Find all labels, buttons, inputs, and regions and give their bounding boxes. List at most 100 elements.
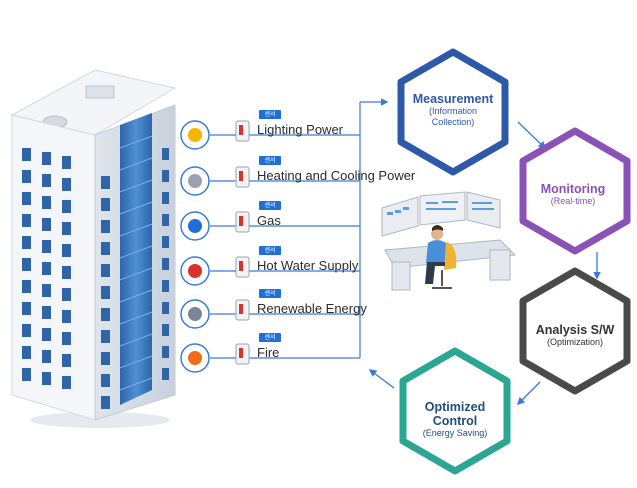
window xyxy=(162,302,169,314)
hex-monitoring-sub: (Real-time) xyxy=(550,196,596,206)
window xyxy=(162,258,169,270)
window xyxy=(42,240,51,253)
building-windows xyxy=(22,135,169,409)
window xyxy=(62,244,71,257)
sensor-label: Fire xyxy=(257,345,280,360)
window xyxy=(22,258,31,271)
sensor-label: Hot Water Supply xyxy=(257,258,359,273)
hex-analysis-sub: (Optimization) xyxy=(546,337,603,347)
window xyxy=(162,368,169,380)
window xyxy=(22,324,31,337)
hex-control xyxy=(399,347,511,475)
hot-water-icon xyxy=(180,256,210,286)
window xyxy=(162,192,169,204)
wind-turbine-icon xyxy=(180,299,210,329)
window xyxy=(101,242,110,255)
window xyxy=(62,200,71,213)
window xyxy=(62,288,71,301)
window xyxy=(22,148,31,161)
window xyxy=(22,368,31,381)
window xyxy=(22,302,31,315)
sensor-device-icon xyxy=(235,256,250,278)
window xyxy=(62,222,71,235)
window xyxy=(42,350,51,363)
hex-monitoring-text: Monitoring (Real-time) xyxy=(518,182,628,207)
sensor-device-icon xyxy=(235,120,250,142)
air-conditioner-icon xyxy=(180,166,210,196)
window xyxy=(101,330,110,343)
window xyxy=(62,376,71,389)
operator-head xyxy=(431,228,443,240)
window xyxy=(42,262,51,275)
sensor-device-icon xyxy=(235,211,250,233)
window xyxy=(42,174,51,187)
window xyxy=(22,170,31,183)
window xyxy=(162,214,169,226)
sensor-label: Gas xyxy=(257,213,281,228)
sensor-device-icon xyxy=(235,166,250,188)
window xyxy=(101,264,110,277)
sensor-tag: 센서 xyxy=(259,289,281,298)
window xyxy=(22,346,31,359)
window xyxy=(62,266,71,279)
sensor-label: Lighting Power xyxy=(257,122,343,137)
window xyxy=(101,374,110,387)
window xyxy=(42,152,51,165)
window xyxy=(22,214,31,227)
hex-measurement xyxy=(397,48,509,176)
hex-control-text: Optimized Control (Energy Saving) xyxy=(400,400,510,439)
connector-lines xyxy=(180,102,361,373)
hex-control-sub: (Energy Saving) xyxy=(422,428,488,438)
window xyxy=(162,148,169,160)
hex-measurement-sub2: Collection) xyxy=(431,117,475,127)
window xyxy=(42,328,51,341)
window xyxy=(22,236,31,249)
bulb-icon xyxy=(180,120,210,150)
operator-body xyxy=(426,240,448,263)
gas-flame-icon xyxy=(180,211,210,241)
window xyxy=(42,284,51,297)
sensor-tag: 센서 xyxy=(259,110,281,119)
roof-unit xyxy=(85,85,115,99)
hex-measurement-title: Measurement xyxy=(412,92,494,106)
process-cycle xyxy=(397,48,631,475)
window xyxy=(101,198,110,211)
window xyxy=(62,354,71,367)
window xyxy=(162,170,169,182)
operator-workstation xyxy=(381,191,517,291)
hex-monitoring xyxy=(519,127,631,255)
sensor-label: Heating and Cooling Power xyxy=(257,168,416,183)
window xyxy=(162,346,169,358)
hex-measurement-sub1: (Information xyxy=(428,106,478,116)
window xyxy=(42,196,51,209)
hex-analysis xyxy=(519,267,631,395)
hex-control-title2: Control xyxy=(432,414,478,428)
window xyxy=(42,218,51,231)
window xyxy=(42,306,51,319)
sensor-tag: 센서 xyxy=(259,333,281,342)
sensor-device-icon xyxy=(235,299,250,321)
hex-analysis-text: Analysis S/W (Optimization) xyxy=(520,323,630,348)
sensor-label: Renewable Energy xyxy=(257,301,367,316)
window xyxy=(162,280,169,292)
window xyxy=(62,332,71,345)
window xyxy=(101,352,110,365)
hex-analysis-title: Analysis S/W xyxy=(535,323,615,337)
window xyxy=(62,310,71,323)
building xyxy=(10,69,177,428)
window xyxy=(101,220,110,233)
window xyxy=(42,372,51,385)
hex-monitoring-title: Monitoring xyxy=(540,182,606,196)
operator-chair xyxy=(444,242,457,270)
window xyxy=(162,236,169,248)
sensor-tag: 센서 xyxy=(259,201,281,210)
window xyxy=(22,280,31,293)
sensor-tag: 센서 xyxy=(259,156,281,165)
fire-icon xyxy=(180,343,210,373)
window xyxy=(62,156,71,169)
hex-measurement-text: Measurement (Information Collection) xyxy=(398,92,508,128)
window xyxy=(22,192,31,205)
flow-arrows xyxy=(360,98,601,406)
